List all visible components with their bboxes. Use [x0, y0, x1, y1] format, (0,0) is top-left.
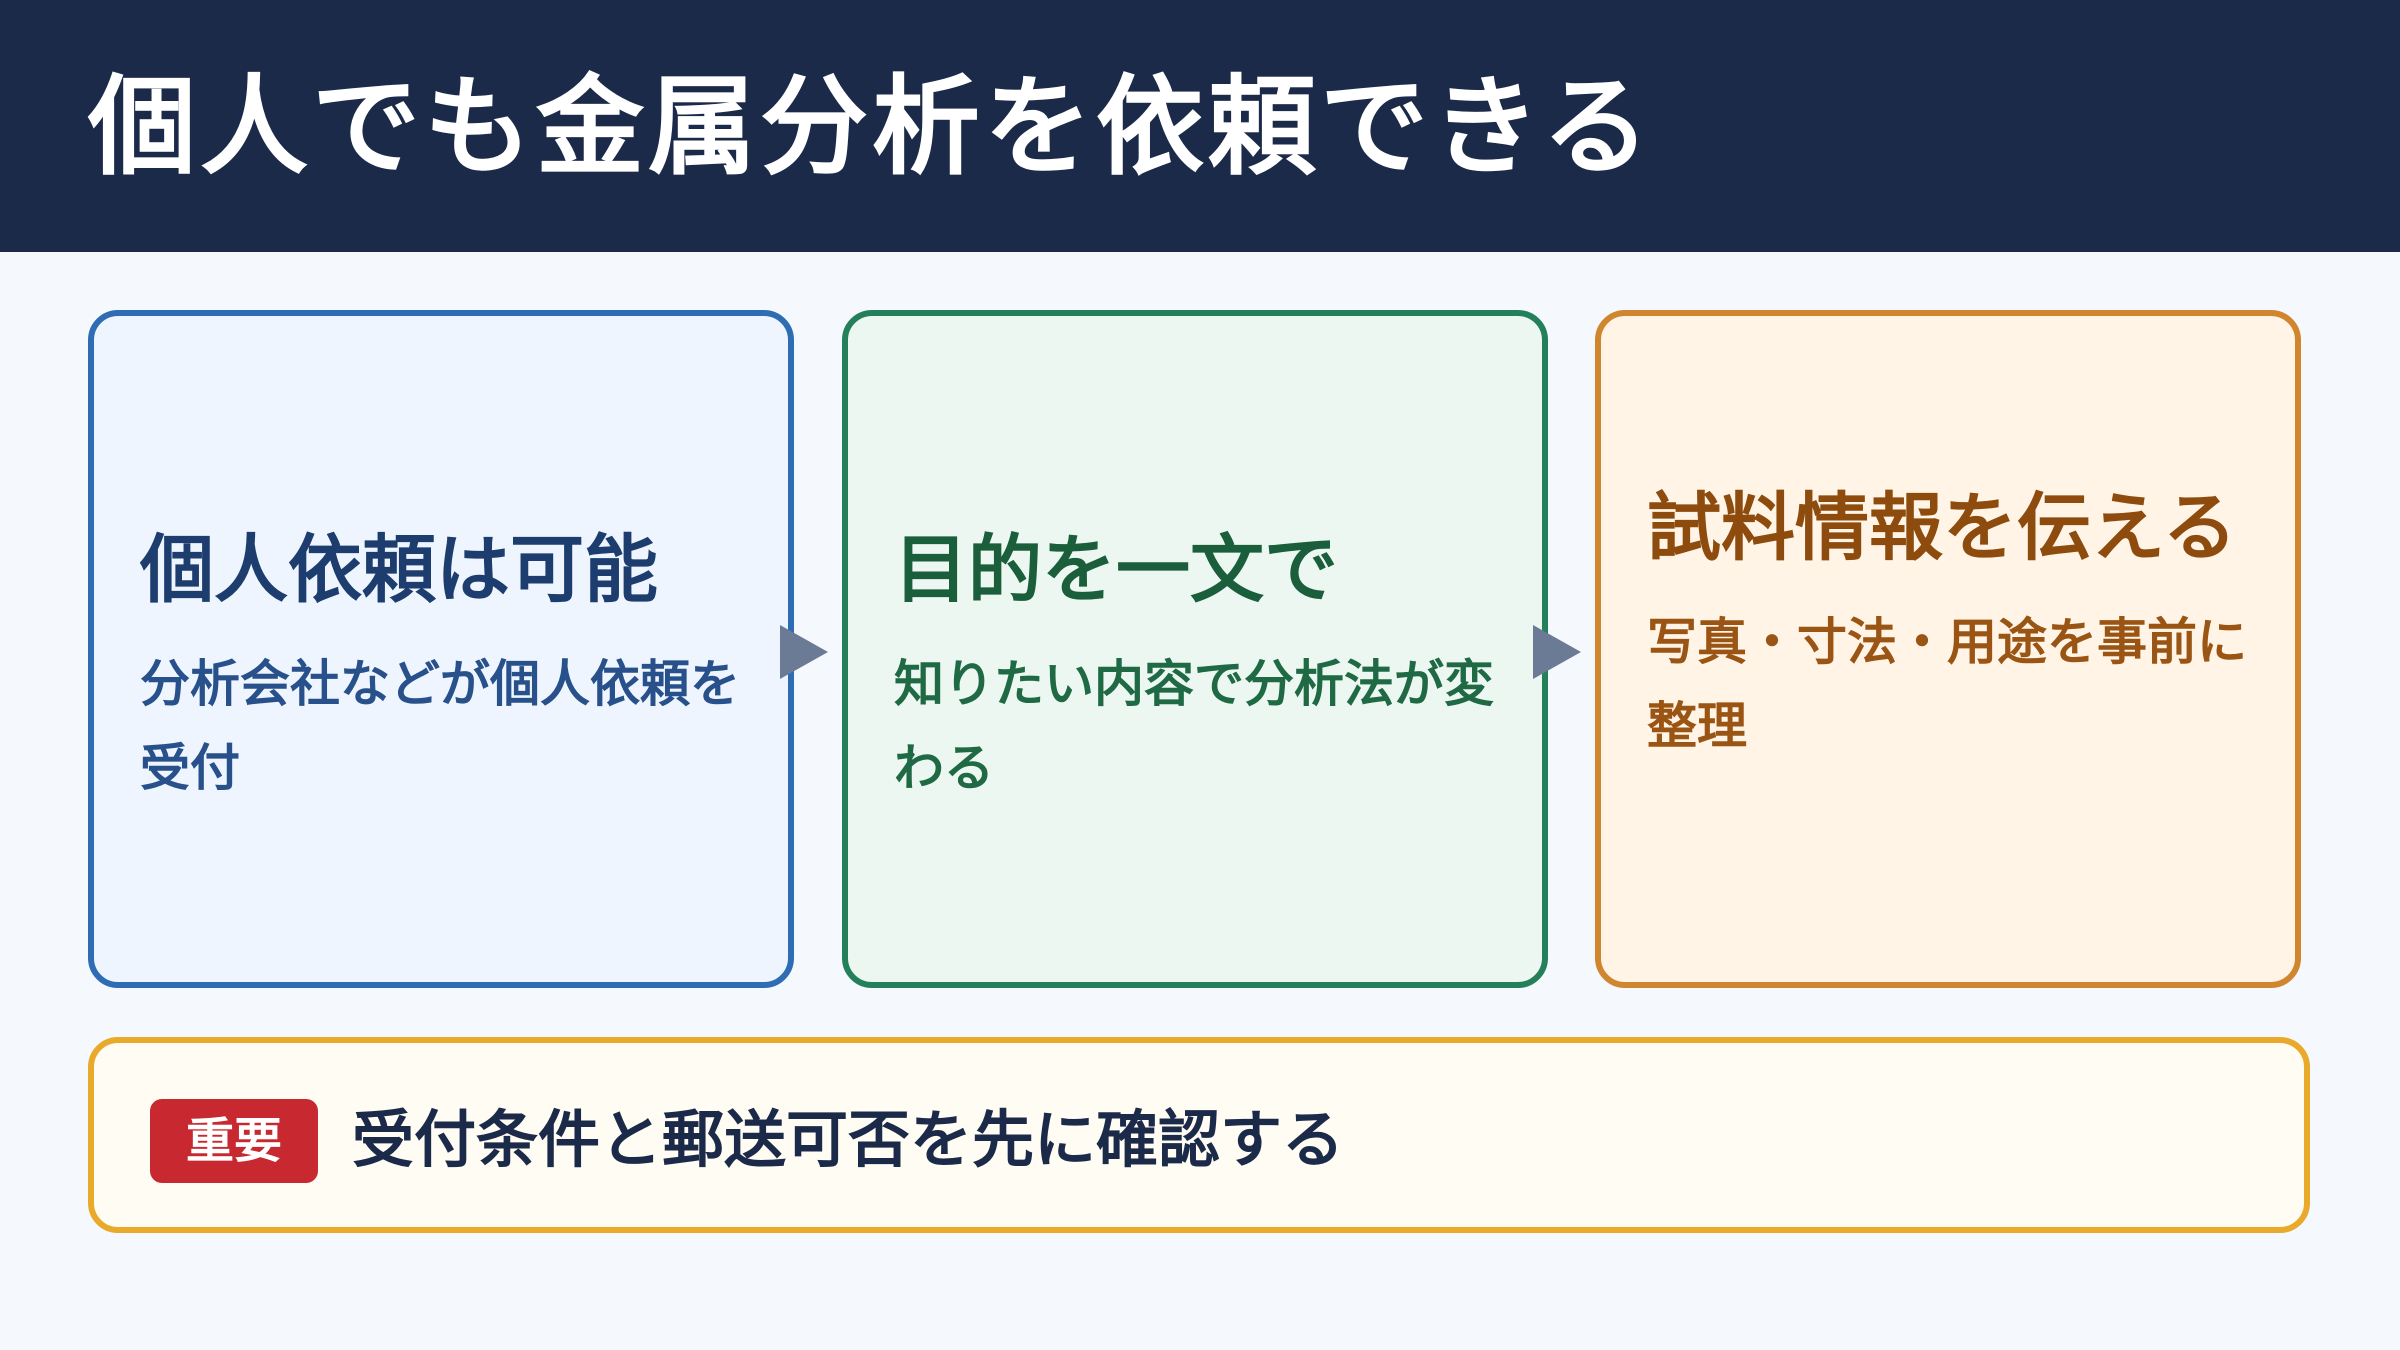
important-note-text: 受付条件と郵送可否を先に確認する	[352, 1103, 1345, 1176]
step-card-title: 個人依頼は可能	[140, 527, 658, 613]
step-card-body: 知りたい内容で分析法が変わる	[894, 655, 1494, 797]
triangle-right-icon	[1533, 625, 1581, 679]
important-note: 重要 受付条件と郵送可否を先に確認する	[88, 1037, 2310, 1233]
page-title: 個人でも金属分析を依頼できる	[88, 65, 1654, 190]
step-card-body: 写真・寸法・用途を事前に整理	[1647, 613, 2247, 755]
step-card-purpose: 目的を一文で 知りたい内容で分析法が変わる	[842, 310, 1548, 988]
important-badge: 重要	[150, 1099, 318, 1183]
step-card-sample-info: 試料情報を伝える 写真・寸法・用途を事前に整理	[1595, 310, 2301, 988]
header-banner: 個人でも金属分析を依頼できる	[0, 0, 2400, 252]
step-card-title: 目的を一文で	[894, 527, 1338, 613]
triangle-right-icon	[780, 625, 828, 679]
step-card-title: 試料情報を伝える	[1647, 485, 2237, 571]
step-card-body: 分析会社などが個人依頼を受付	[140, 655, 740, 797]
step-card-request: 個人依頼は可能 分析会社などが個人依頼を受付	[88, 310, 794, 988]
